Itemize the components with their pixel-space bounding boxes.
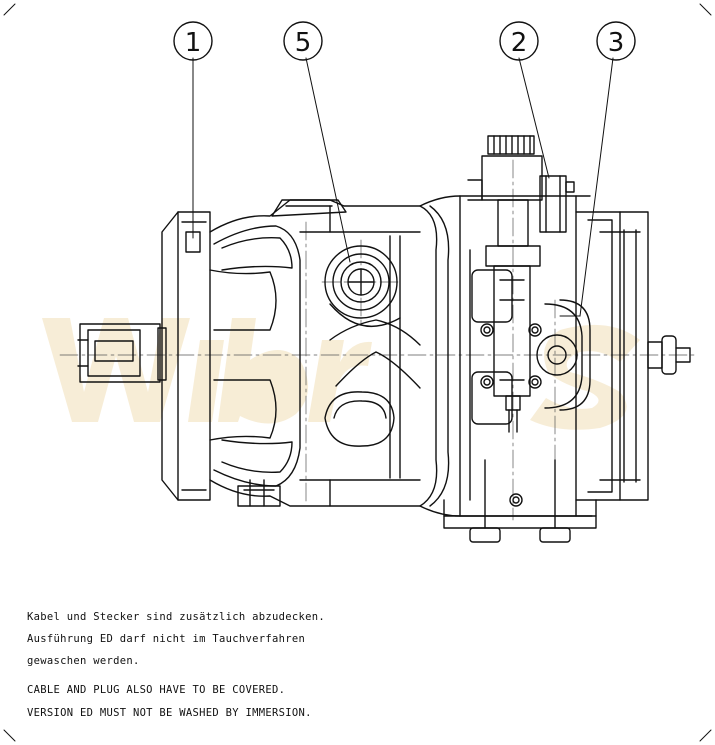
mounting-flange — [161, 211, 211, 501]
callout-3: 3 — [596, 21, 636, 61]
callout-5-number: 5 — [295, 28, 312, 58]
callout-1: 1 — [173, 21, 213, 61]
frame-corners — [3, 3, 712, 742]
rear-stub — [647, 335, 691, 375]
leader-lines — [192, 57, 614, 317]
note-german-line-3: gewaschen werden. — [27, 655, 140, 667]
valve-block — [459, 195, 542, 517]
upper-port — [324, 245, 401, 328]
lower-port — [324, 391, 395, 447]
callout-5: 5 — [283, 21, 323, 61]
callout-2: 2 — [499, 21, 539, 61]
note-german-line-2: Ausführung ED darf nicht im Tauchverfahr… — [27, 633, 306, 645]
port-web — [329, 319, 421, 389]
note-german-line-1: Kabel und Stecker sind zusätzlich abzude… — [27, 611, 325, 623]
end-cap — [536, 195, 649, 517]
note-english-line-1: CABLE AND PLUG ALSO HAVE TO BE COVERED. — [27, 684, 286, 696]
callout-1-number: 1 — [185, 28, 202, 58]
top-boss — [271, 199, 347, 217]
solenoid-stack — [467, 135, 575, 433]
bottom-boss — [237, 479, 281, 507]
callout-2-number: 2 — [511, 28, 528, 58]
base-plate — [443, 459, 597, 543]
callout-3-number: 3 — [608, 28, 625, 58]
note-english-line-2: VERSION ED MUST NOT BE WASHED BY IMMERSI… — [27, 707, 312, 719]
